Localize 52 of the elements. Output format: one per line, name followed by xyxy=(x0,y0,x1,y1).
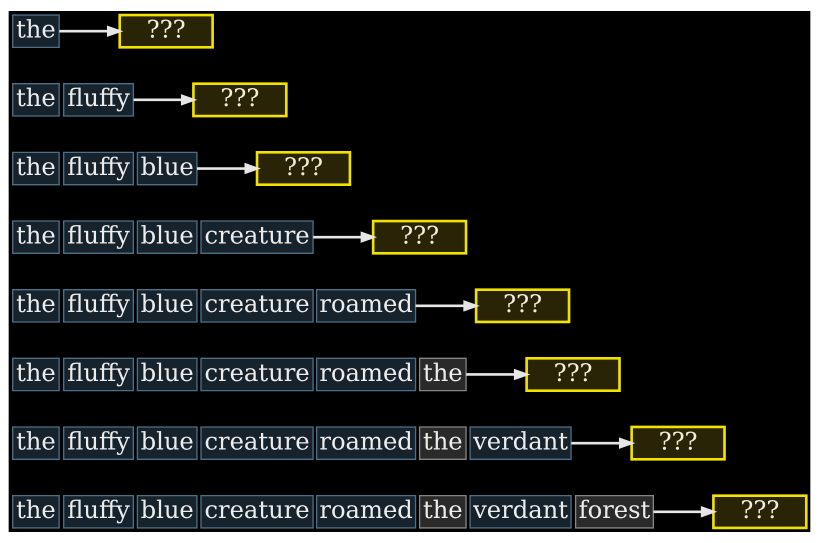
node-box: creature xyxy=(200,358,314,392)
node-box: fluffy xyxy=(63,83,134,117)
arrow xyxy=(653,506,718,518)
node-box: the xyxy=(418,358,467,392)
node-box: fluffy xyxy=(63,426,134,460)
node-box: fluffy xyxy=(63,495,134,529)
arrow xyxy=(313,231,378,243)
node-box: the xyxy=(12,289,60,323)
node-box: fluffy xyxy=(63,289,134,323)
node-box: blue xyxy=(136,495,198,529)
node-box: the xyxy=(12,14,60,48)
node-box: ??? xyxy=(118,14,214,49)
node-box: the xyxy=(418,495,467,529)
arrow xyxy=(59,25,124,37)
node-box: ??? xyxy=(474,288,570,324)
arrow xyxy=(197,162,261,174)
node-box: creature xyxy=(200,495,314,529)
node-box: the xyxy=(12,495,60,529)
node-box: blue xyxy=(136,358,198,392)
node-box: ??? xyxy=(256,151,352,186)
node-box: creature xyxy=(200,426,314,460)
node-box: creature xyxy=(200,220,314,254)
node-box: roamed xyxy=(316,289,416,323)
arrow xyxy=(466,368,530,380)
node-box: ??? xyxy=(630,426,726,461)
node-box: verdant xyxy=(469,426,572,460)
arrow xyxy=(416,300,480,312)
node-box: blue xyxy=(136,426,198,460)
node-box: the xyxy=(12,220,60,254)
node-box: blue xyxy=(136,152,198,186)
node-box: ??? xyxy=(372,220,468,255)
node-box: the xyxy=(12,426,60,460)
node-box: fluffy xyxy=(63,152,134,186)
node-box: blue xyxy=(136,289,198,323)
arrow xyxy=(571,437,636,449)
node-box: ??? xyxy=(192,82,288,118)
node-box: the xyxy=(418,426,467,460)
node-box: roamed xyxy=(316,426,416,460)
node-box: blue xyxy=(136,220,198,254)
node-box: ??? xyxy=(712,494,808,530)
node-box: roamed xyxy=(316,495,416,529)
node-box: the xyxy=(12,83,60,117)
node-box: fluffy xyxy=(63,220,134,254)
node-box: fluffy xyxy=(63,358,134,392)
node-box: creature xyxy=(200,289,314,323)
node-box: verdant xyxy=(469,495,572,529)
node-box: roamed xyxy=(316,358,416,392)
arrow xyxy=(134,94,198,106)
node-box: forest xyxy=(574,495,654,529)
node-box: the xyxy=(12,152,60,186)
node-box: the xyxy=(12,358,60,392)
node-box: ??? xyxy=(525,357,621,392)
